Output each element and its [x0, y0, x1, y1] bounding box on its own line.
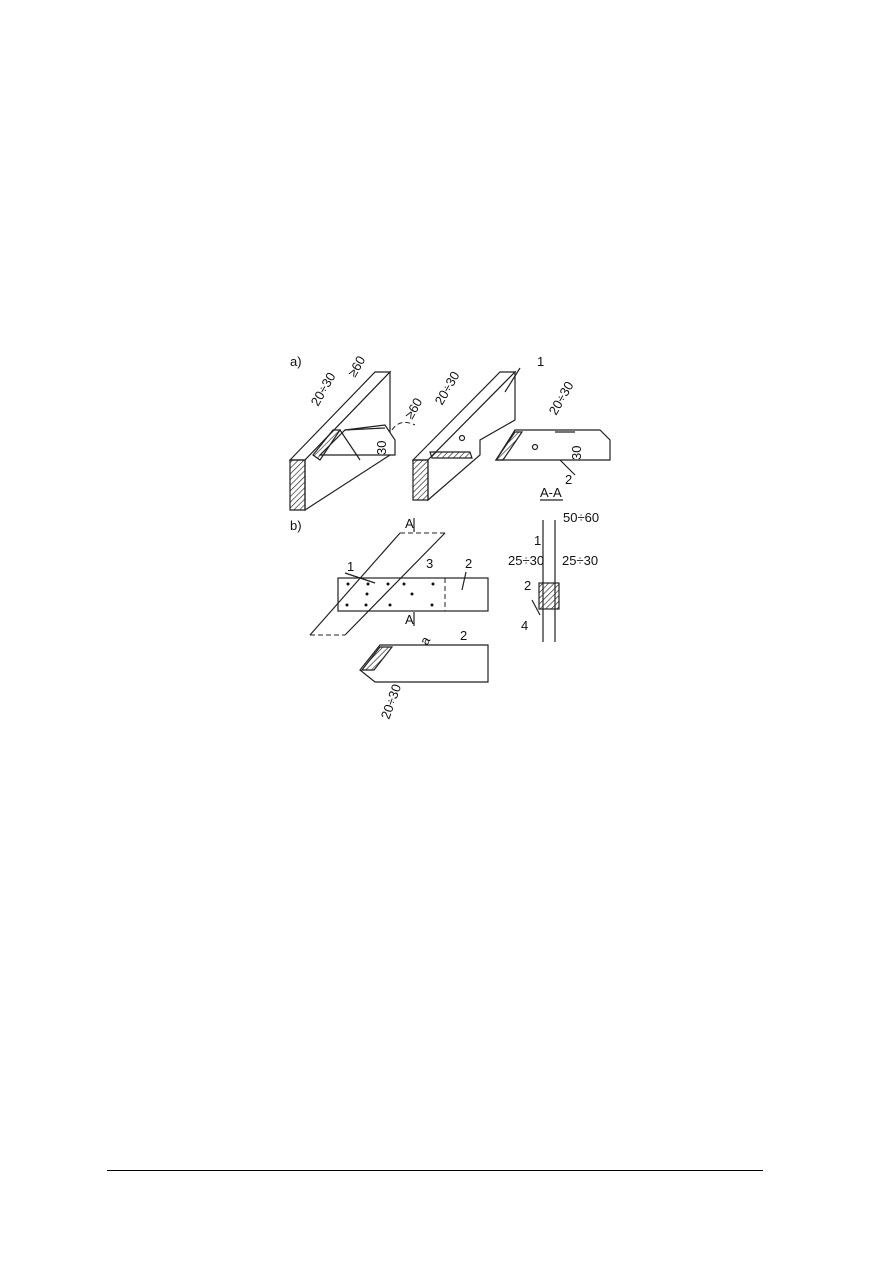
callout-a-1: 1: [537, 354, 544, 369]
callout-aa-1: 1: [534, 533, 541, 548]
dim-a-min-60-top: ≥60: [345, 353, 369, 379]
joint-a-left: [288, 370, 416, 512]
section-mark-top: A: [405, 516, 414, 531]
dim-a-30-left: 30: [374, 441, 389, 455]
callout-b-1: 1: [347, 559, 354, 574]
part-2-bevel-b: [359, 644, 489, 683]
footer-rule: [107, 1170, 763, 1171]
callout-b-3: 3: [426, 556, 433, 571]
dim-b-20-30: 20÷30: [378, 682, 404, 721]
dim-a-20-30-right: 20÷30: [546, 379, 577, 418]
callout-b-2-lower: 2: [460, 628, 467, 643]
dim-a-20-30-left: 20÷30: [308, 370, 339, 409]
dim-aa-25-30-right: 25÷30: [562, 553, 598, 568]
part-a-label: a): [290, 354, 302, 369]
dim-aa-50-60: 50÷60: [563, 510, 599, 525]
dim-a-20-30-mid: 20÷30: [432, 369, 463, 408]
dim-aa-25-30-left: 25÷30: [508, 553, 544, 568]
section-label-a-a: A-A: [540, 485, 562, 500]
callout-b-2: 2: [465, 556, 472, 571]
callout-a-2: 2: [565, 472, 572, 487]
dim-a-min-60-side: ≥60: [402, 395, 426, 421]
callout-aa-4: 4: [521, 618, 528, 633]
dim-a-30-right: 30: [569, 446, 584, 460]
section-a-a: [531, 520, 560, 642]
part-b-label: b): [290, 518, 302, 533]
joint-a-right-part-2: [494, 429, 611, 461]
section-mark-bottom: A: [405, 612, 414, 627]
callout-aa-2: 2: [524, 578, 531, 593]
plan-view-b: [309, 532, 489, 636]
joint-a-middle: [411, 370, 517, 502]
